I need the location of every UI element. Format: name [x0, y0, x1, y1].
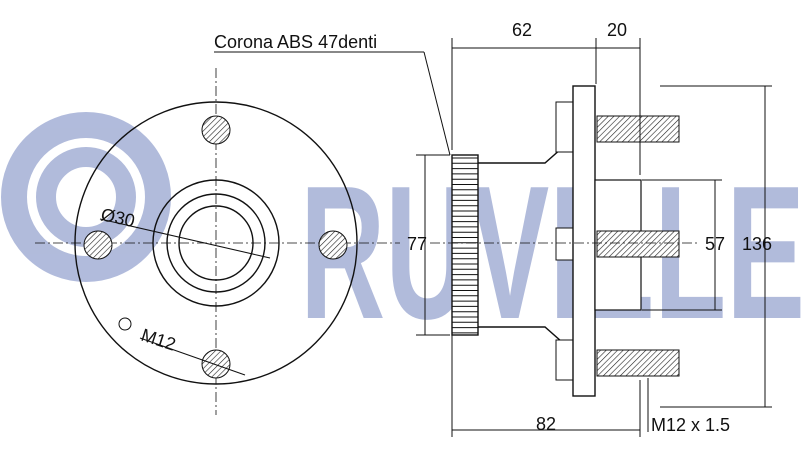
watermark-text: RUVILLE	[300, 147, 805, 359]
small-hole	[118, 317, 132, 331]
stud-hole-right	[318, 230, 348, 260]
label-bolt-hole: M12	[139, 325, 178, 355]
label-abs-ring: Corona ABS 47denti	[214, 32, 377, 52]
stud-bottom	[596, 349, 680, 377]
hub-flange	[572, 85, 596, 397]
dim-overall-length: 82	[536, 414, 556, 434]
stud-hole-left	[83, 230, 113, 260]
side-view	[430, 85, 700, 397]
dim-pilot-diameter: 57	[705, 234, 725, 254]
dim-ring-diameter: 77	[407, 234, 427, 254]
stud-top	[596, 115, 680, 143]
dim-flange-width: 62	[512, 20, 532, 40]
dim-stud-span: 136	[742, 234, 772, 254]
dim-stud-projection: 20	[607, 20, 627, 40]
abs-ring	[451, 154, 479, 336]
dimension-lines: 62 20 77 57 136 82 M12 x 1.5 Corona ABS …	[214, 20, 772, 437]
watermark-logo: RUVILLE	[1, 112, 805, 359]
stud-hole-top	[201, 115, 231, 145]
stud-middle	[596, 230, 680, 258]
label-thread: M12 x 1.5	[651, 415, 730, 435]
stud-hole-bottom	[201, 349, 231, 379]
